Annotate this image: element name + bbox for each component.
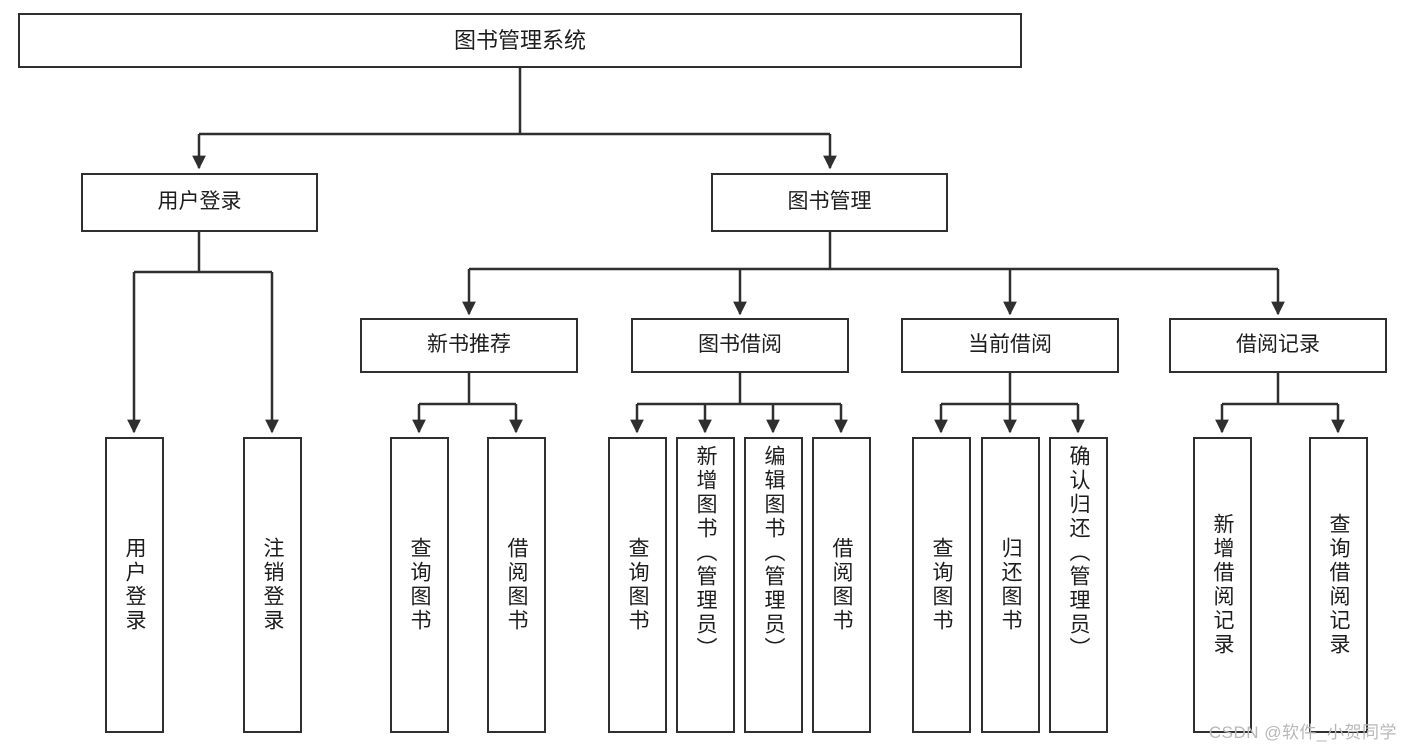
node-label: 图书借阅 <box>698 333 782 357</box>
node-root-title[interactable]: 图书管理系统 <box>18 13 1022 68</box>
leaf-add-book-admin[interactable]: 新增图书（管理员） <box>676 437 735 733</box>
node-label: 新增图书（管理员） <box>694 445 717 661</box>
leaf-borrow-book-recommend[interactable]: 借阅图书 <box>487 437 546 733</box>
node-borrow-record[interactable]: 借阅记录 <box>1169 318 1387 373</box>
node-book-borrow[interactable]: 图书借阅 <box>631 318 849 373</box>
leaf-user-login[interactable]: 用户登录 <box>105 437 164 733</box>
leaf-query-book-borrow[interactable]: 查询图书 <box>608 437 667 733</box>
node-label: 查询借阅记录 <box>1327 513 1350 657</box>
leaf-query-book-recommend[interactable]: 查询图书 <box>390 437 449 733</box>
leaf-borrow-book-borrow[interactable]: 借阅图书 <box>812 437 871 733</box>
node-label: 归还图书 <box>999 537 1022 633</box>
node-label: 用户登录 <box>157 190 242 214</box>
node-label: 借阅图书 <box>505 537 528 633</box>
leaf-logout-login[interactable]: 注销登录 <box>243 437 302 733</box>
node-label: 当前借阅 <box>968 333 1052 357</box>
node-label: 图书管理系统 <box>453 27 586 53</box>
node-book-management[interactable]: 图书管理 <box>711 173 948 232</box>
leaf-confirm-return-admin[interactable]: 确认归还（管理员） <box>1049 437 1108 733</box>
node-label: 借阅记录 <box>1236 333 1320 357</box>
leaf-query-book-current[interactable]: 查询图书 <box>912 437 971 733</box>
leaf-query-borrow-record[interactable]: 查询借阅记录 <box>1309 437 1368 733</box>
node-new-book-recommend[interactable]: 新书推荐 <box>360 318 578 373</box>
node-label: 新书推荐 <box>427 333 511 357</box>
node-label: 确认归还（管理员） <box>1067 445 1090 661</box>
node-label: 借阅图书 <box>830 537 853 633</box>
leaf-add-borrow-record[interactable]: 新增借阅记录 <box>1193 437 1252 733</box>
node-current-borrow[interactable]: 当前借阅 <box>901 318 1119 373</box>
node-label: 查询图书 <box>930 537 953 633</box>
node-label: 新增借阅记录 <box>1211 513 1234 657</box>
node-label: 查询图书 <box>408 537 431 633</box>
node-label: 图书管理 <box>787 190 872 214</box>
node-label: 编辑图书（管理员） <box>762 445 785 661</box>
node-label: 注销登录 <box>261 537 284 633</box>
leaf-return-book[interactable]: 归还图书 <box>981 437 1040 733</box>
node-user-login[interactable]: 用户登录 <box>81 173 318 232</box>
leaf-edit-book-admin[interactable]: 编辑图书（管理员） <box>744 437 803 733</box>
node-label: 查询图书 <box>626 537 649 633</box>
node-label: 用户登录 <box>123 537 146 633</box>
